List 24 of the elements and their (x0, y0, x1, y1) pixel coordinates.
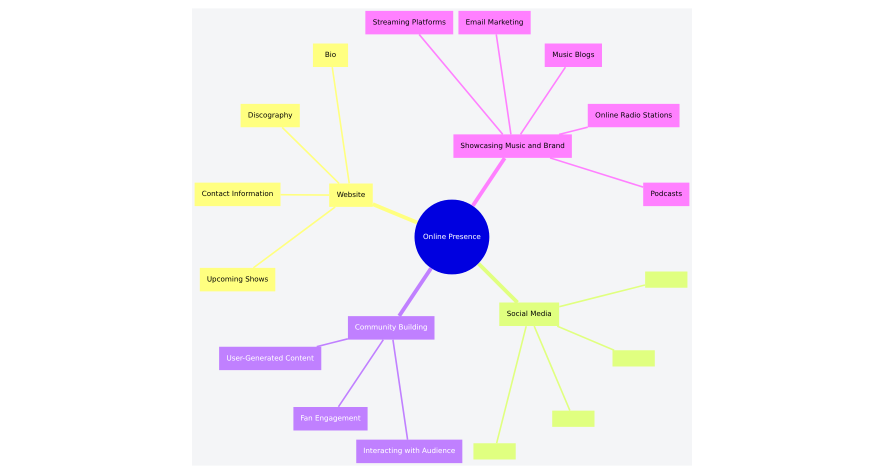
connector (418, 34, 504, 135)
connector (282, 126, 340, 184)
connector (331, 67, 350, 184)
connector (392, 340, 408, 440)
connector (559, 284, 646, 308)
node-box (552, 410, 594, 427)
connector (556, 325, 614, 351)
connector (477, 262, 519, 304)
connector (252, 206, 336, 269)
node-box (645, 272, 688, 288)
connector (471, 156, 506, 207)
node-box (612, 350, 655, 367)
connector (533, 326, 571, 411)
connector (372, 202, 418, 224)
connector (520, 66, 566, 135)
connector (316, 338, 348, 348)
connector (558, 126, 588, 136)
connector (398, 267, 433, 318)
connector (496, 326, 527, 444)
connector (495, 34, 512, 134)
connector (280, 194, 330, 196)
connector (550, 157, 644, 188)
node-box (473, 443, 516, 460)
connector (338, 339, 384, 408)
